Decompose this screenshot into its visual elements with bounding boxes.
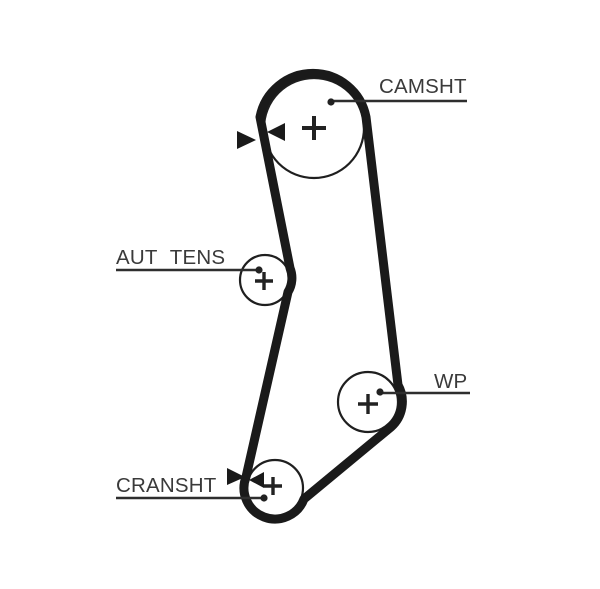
tensioner-leader-dot	[255, 266, 263, 274]
camshaft-label: CAMSHT	[379, 75, 467, 98]
timing-belt	[239, 68, 407, 524]
crankshaft-label: CRANSHT	[116, 474, 217, 497]
crankshaft-leader-dot	[260, 494, 268, 502]
water-pump-center-mark-icon	[358, 394, 378, 414]
tensioner-center-mark-icon	[255, 272, 273, 290]
water-pump-label: WP	[434, 370, 467, 393]
camshaft-center-mark-icon	[302, 116, 326, 140]
crankshaft-center-mark-icon	[264, 477, 282, 495]
crankshaft-align-arrow-left-icon	[227, 468, 245, 485]
camshaft-align-arrow-right-icon	[267, 123, 285, 141]
tensioner-label: AUT TENS	[116, 246, 225, 269]
camshaft-leader-dot	[327, 98, 335, 106]
crankshaft-align-arrow-right-icon	[249, 472, 264, 488]
water-pump-leader-dot	[376, 388, 384, 396]
camshaft-align-arrow-left-icon	[237, 131, 256, 149]
